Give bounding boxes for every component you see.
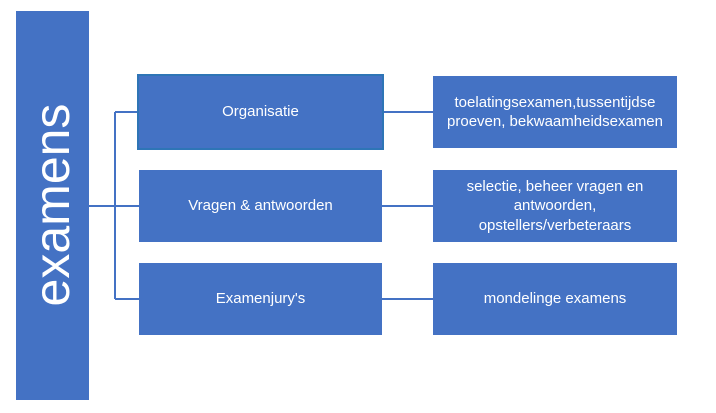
branch-label: Vragen & antwoorden [188, 197, 333, 215]
branch-node-organisatie[interactable]: Organisatie [137, 74, 384, 150]
detail-node-examenjurys[interactable]: mondelinge examens [433, 263, 677, 335]
detail-label: toelatingsexamen,tussentijdse proeven, b… [447, 93, 663, 131]
detail-node-vragen-antwoorden[interactable]: selectie, beheer vragen en antwoorden, o… [433, 170, 677, 242]
branch-label: Examenjury's [215, 290, 306, 308]
branch-node-vragen-antwoorden[interactable]: Vragen & antwoorden [139, 170, 382, 242]
detail-label: mondelinge examens [483, 290, 627, 308]
root-node[interactable] [16, 11, 89, 400]
branch-label: Organisatie [222, 103, 299, 121]
branch-node-examenjurys[interactable]: Examenjury's [139, 263, 382, 335]
detail-node-organisatie[interactable]: toelatingsexamen,tussentijdse proeven, b… [433, 76, 677, 148]
detail-label: selectie, beheer vragen en antwoorden, o… [466, 177, 644, 234]
